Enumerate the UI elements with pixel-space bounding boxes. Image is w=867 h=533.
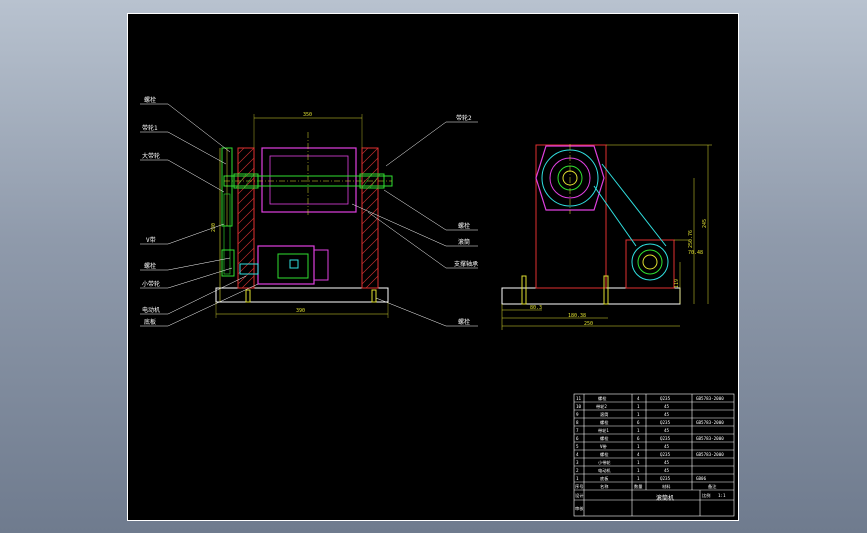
tb-row-no: 7 [576,428,579,433]
tb-row-no: 4 [576,452,579,457]
front-view: 350 280 390 [211,112,393,318]
tb-row-name: V带 [600,444,607,450]
side-frame [535,144,607,289]
dim-top: 350 [303,112,312,118]
tb-row-std: GB5783-2000 [696,436,724,441]
tb-row-no: 11 [576,396,582,401]
tb-title: 滚筒机 [656,494,674,502]
drum-hexagon [535,145,605,211]
tb-row-name: 滚筒 [600,411,608,418]
label-bolt-2: 螺栓 [144,262,156,270]
front-labels [140,103,478,327]
tb-row-mat: 45 [664,428,670,433]
label-base-plate: 底板 [144,318,156,326]
tb-row-no: 5 [576,444,579,449]
tb-row-mat: Q235 [660,436,671,441]
side-base [501,287,681,305]
tb-row-qty: 4 [637,396,640,401]
tb-scale: 1:1 [718,493,726,498]
tb-row-name: 小带轮 [598,459,611,466]
drawing-sheet: 350 280 390 螺栓 带轮1 大带轮 V带 螺栓 小带轮 电动机 底板 … [127,13,739,521]
tb-row-name: 带轮1 [598,427,609,434]
tb-row-no: 1 [576,476,579,481]
dim-v1: 245 [702,219,708,228]
tb-row-no: 2 [576,468,579,473]
tb-row-name: 带轮2 [596,403,607,410]
tb-row-mat: 45 [664,460,670,465]
cad-drawing: 350 280 390 螺栓 带轮1 大带轮 V带 螺栓 小带轮 电动机 底板 … [140,96,735,517]
tb-row-std: GB5783-2000 [696,420,724,425]
label-drum: 滚筒 [458,238,470,246]
label-pulley-2: 带轮2 [456,114,472,122]
dim-base: 390 [296,308,305,314]
tb-row-name: 底板 [600,475,609,482]
tb-row-name: 螺栓 [600,419,609,426]
tb-row-std: GB5783-2000 [696,452,724,457]
tb-row-name: 螺栓 [598,395,607,402]
tb-row-qty: 6 [637,436,640,441]
tb-row-mat: 45 [664,444,670,449]
tb-row-std: GB5783-2000 [696,396,724,401]
tb-row-no: 10 [576,404,582,409]
tb-row-qty: 1 [637,444,640,449]
dim-x1: 80.3 [530,305,542,311]
label-bolt-3: 螺栓 [458,222,470,230]
label-small-pulley: 小带轮 [142,280,160,288]
label-bearing: 支撑轴承 [454,260,478,268]
tb-row-no: 6 [576,436,579,441]
tb-row-qty: 1 [637,428,640,433]
drum [261,147,357,213]
label-pulley-1: 带轮1 [142,124,158,132]
base-plate [215,287,389,303]
tb-header-std: 备注 [708,483,717,490]
small-pulley [221,249,235,277]
dim-v2: 250.76 [688,230,694,248]
label-bolt-1: 螺栓 [144,96,156,104]
tb-scale-label: 比例 [702,492,710,499]
tb-row-mat: Q235 [660,452,671,457]
label-bolt-4: 螺栓 [458,318,470,326]
tb-row-qty: 1 [637,468,640,473]
tb-header-qty: 数量 [634,483,642,490]
dim-v3: 119 [674,279,680,288]
tb-row-qty: 1 [637,476,640,481]
tb-row-no: 8 [576,420,579,425]
v-belt [223,193,231,275]
tb-row-mat: 45 [664,468,670,473]
tb-row-qty: 6 [637,420,640,425]
title-block [573,393,735,517]
tb-header-mat: 材料 [662,483,671,490]
label-v-belt: V带 [146,236,156,244]
tb-row-mat: 45 [664,412,670,417]
tb-row-no: 3 [576,460,579,465]
tb-row-qty: 1 [637,460,640,465]
side-motor [625,239,675,289]
tb-header-no: 序号 [575,483,583,490]
tb-design-label: 设计 [575,492,583,499]
dim-x2: 180.38 [568,313,586,319]
tb-header-name: 名称 [600,483,608,490]
tb-row-mat: Q235 [660,476,671,481]
label-motor: 电动机 [142,306,160,314]
dim-x3: 250 [584,321,593,327]
tb-row-qty: 1 [637,412,640,417]
tb-row-mat: Q235 [660,420,671,425]
label-large-pulley: 大带轮 [142,152,160,160]
tb-row-no: 9 [576,412,579,417]
tb-row-mat: 45 [664,404,670,409]
right-support [361,147,379,289]
tb-row-name: 螺栓 [600,435,609,442]
tb-row-name: 螺栓 [600,451,609,458]
tb-row-qty: 1 [637,404,640,409]
tb-row-qty: 4 [637,452,640,457]
dim-v4: 70.48 [688,250,703,256]
side-view: 80.3 180.38 250 245 250.76 119 70.48 [501,144,712,330]
tb-row-name: 电动机 [598,467,611,474]
tb-row-std: GB06 [696,476,707,481]
tb-row-mat: Q235 [660,396,671,401]
tb-check-label: 审核 [575,505,584,512]
